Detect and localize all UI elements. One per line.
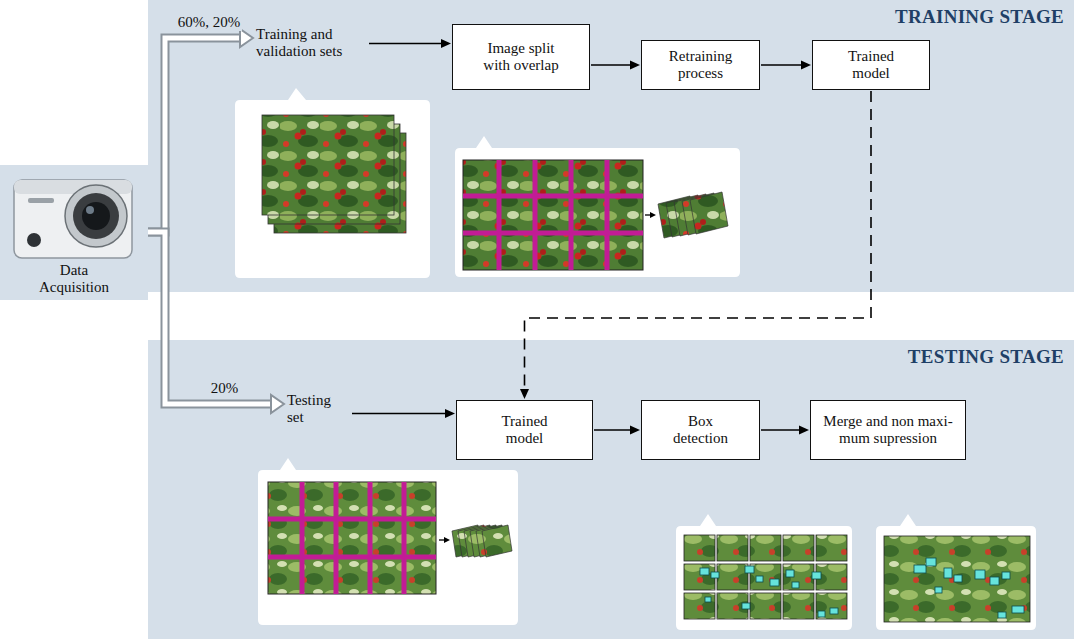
connector-arrow [761,426,809,435]
process-box: Trained model [456,400,593,460]
source-panel: Data Acquisition [0,165,148,300]
arrow-head [520,389,529,399]
stage-band: TRAINING STAGE Training and validation se… [148,0,1074,292]
process-box: Merge and non maxi- mum supression [810,400,966,460]
test-split-illustration [258,458,518,625]
stage-band: TESTING STAGE Testing setTrained model Box… [148,340,1074,639]
data-set: Testing set [287,392,351,427]
arrow-head [630,426,640,435]
node-label: Training and validation sets [256,26,368,61]
data-set: Training and validation sets [256,26,368,61]
node-label: Trained model [485,413,565,448]
process-box: Retraining process [641,40,760,90]
connector-arrow [148,232,284,413]
arrow-head [441,39,451,48]
arrow-head [801,61,811,70]
process-box: Box detection [641,400,760,460]
arrow-head [630,61,640,70]
merged-result-illustration [876,514,1036,630]
arrow-head [799,426,809,435]
connector-arrow [761,61,811,70]
edge-label: 60%, 20% [176,14,243,31]
split-illustration [235,88,740,278]
arrow-head [240,29,253,47]
node-label: Box detection [664,413,738,448]
connector-arrow [369,39,451,48]
edge-label: 20% [209,380,241,397]
connector-arrow [591,61,640,70]
connector-arrow [594,426,640,435]
connector-arrow [352,409,455,418]
stage-title: TESTING STAGE [908,346,1064,368]
process-box: Image split with overlap [452,24,590,90]
arrow-head [445,409,455,418]
process-box: Trained model [812,40,930,90]
node-label: Testing set [287,392,351,427]
node-label: Trained model [836,48,906,83]
node-label: Image split with overlap [473,40,569,75]
connector-arrow [520,91,871,399]
camera-illustration [14,180,132,258]
stage-title: TRAINING STAGE [895,6,1064,28]
node-label: Data Acquisition [28,262,120,297]
arrow-head [271,395,284,413]
node-label: Retraining process [651,48,751,83]
detection-illustration [676,514,852,630]
node-label: Merge and non maxi- mum supression [818,413,958,448]
connector-arrow [148,29,253,232]
